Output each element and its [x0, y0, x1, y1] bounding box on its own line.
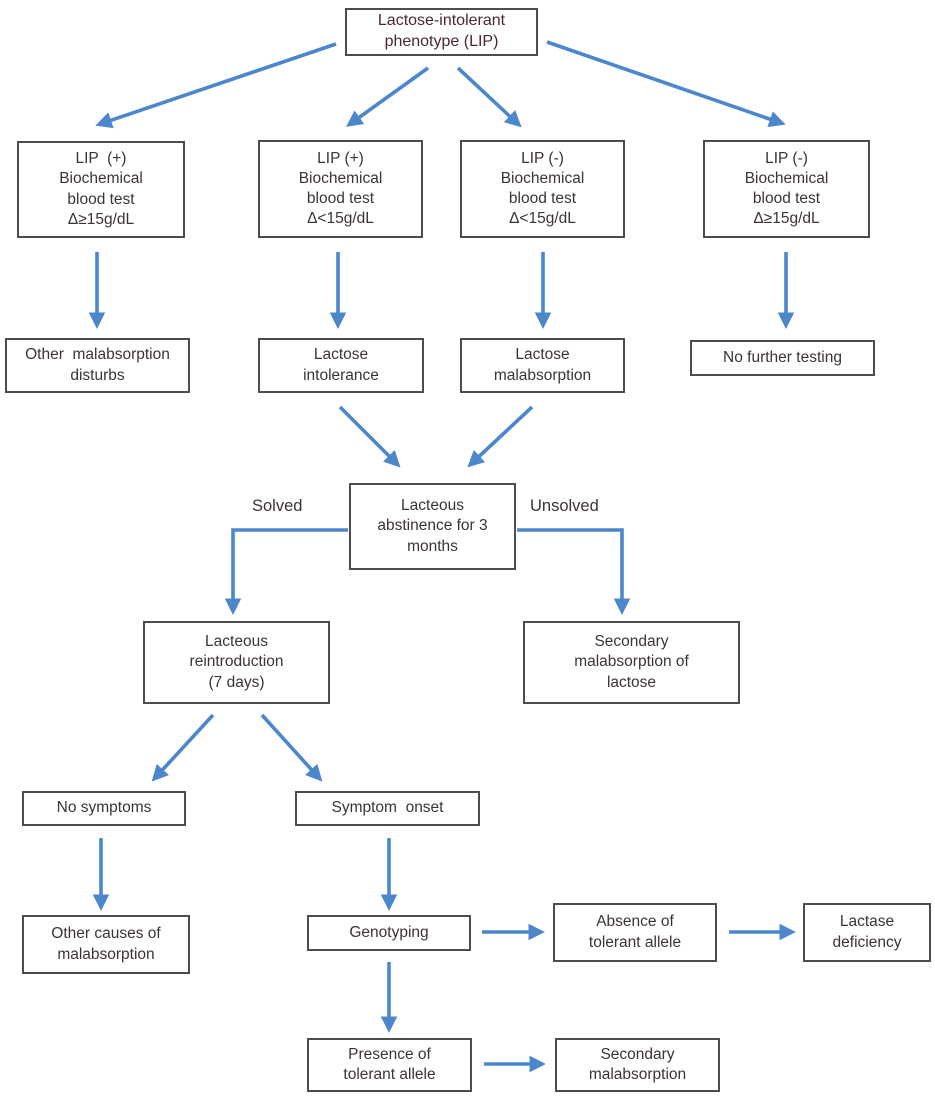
- arrow-reintroduction-to-no-symptoms: [151, 713, 215, 782]
- node-no-symptoms: No symptoms: [22, 791, 186, 826]
- arrow-solved-elbow: [224, 528, 348, 615]
- edge-label-unsolved: Unsolved: [530, 497, 599, 515]
- node-no-further-testing: No further testing: [690, 340, 875, 376]
- node-lip: Lactose-intolerant phenotype (LIP): [345, 8, 538, 56]
- arrow-reintroduction-to-symptom-onset: [260, 713, 323, 782]
- node-lactase-deficiency: Lactase deficiency: [803, 903, 931, 962]
- arrow-lip-to-lip-neg-high: [546, 40, 786, 128]
- arrow-lip-to-lip-neg-low: [456, 66, 522, 128]
- arrow-lip-to-lip-pos-low: [345, 66, 430, 127]
- node-lip-neg-low: LIP (-) Biochemical blood test Δ<15g/dL: [460, 140, 625, 238]
- node-other-causes-malabsorption: Other causes of malabsorption: [22, 915, 190, 974]
- node-lacteous-reintroduction: Lacteous reintroduction (7 days): [143, 621, 330, 704]
- node-symptom-onset: Symptom onset: [295, 791, 480, 826]
- node-secondary-malabsorption-lactose: Secondary malabsorption of lactose: [523, 621, 740, 704]
- node-lactose-malabsorption: Lactose malabsorption: [460, 338, 625, 393]
- node-lip-pos-high: LIP (+) Biochemical blood test Δ≥15g/dL: [17, 141, 185, 238]
- node-lacteous-abstinence: Lacteous abstinence for 3 months: [349, 483, 516, 570]
- node-presence-tolerant-allele: Presence of tolerant allele: [307, 1038, 472, 1092]
- arrow-malabsorption-to-abstinence: [467, 405, 534, 468]
- arrow-lip-to-lip-pos-high: [95, 42, 337, 129]
- edge-label-solved: Solved: [252, 497, 303, 515]
- node-other-malabsorption-disturbs: Other malabsorption disturbs: [5, 338, 190, 393]
- arrow-intolerance-to-abstinence: [338, 405, 401, 468]
- node-lip-neg-high: LIP (-) Biochemical blood test Δ≥15g/dL: [703, 140, 870, 238]
- node-lactose-intolerance: Lactose intolerance: [258, 338, 424, 393]
- node-absence-tolerant-allele: Absence of tolerant allele: [553, 903, 717, 962]
- node-genotyping: Genotyping: [307, 915, 471, 951]
- arrow-unsolved-elbow: [517, 528, 631, 615]
- node-lip-pos-low: LIP (+) Biochemical blood test Δ<15g/dL: [258, 140, 423, 238]
- node-secondary-malabsorption: Secondary malabsorption: [555, 1038, 720, 1092]
